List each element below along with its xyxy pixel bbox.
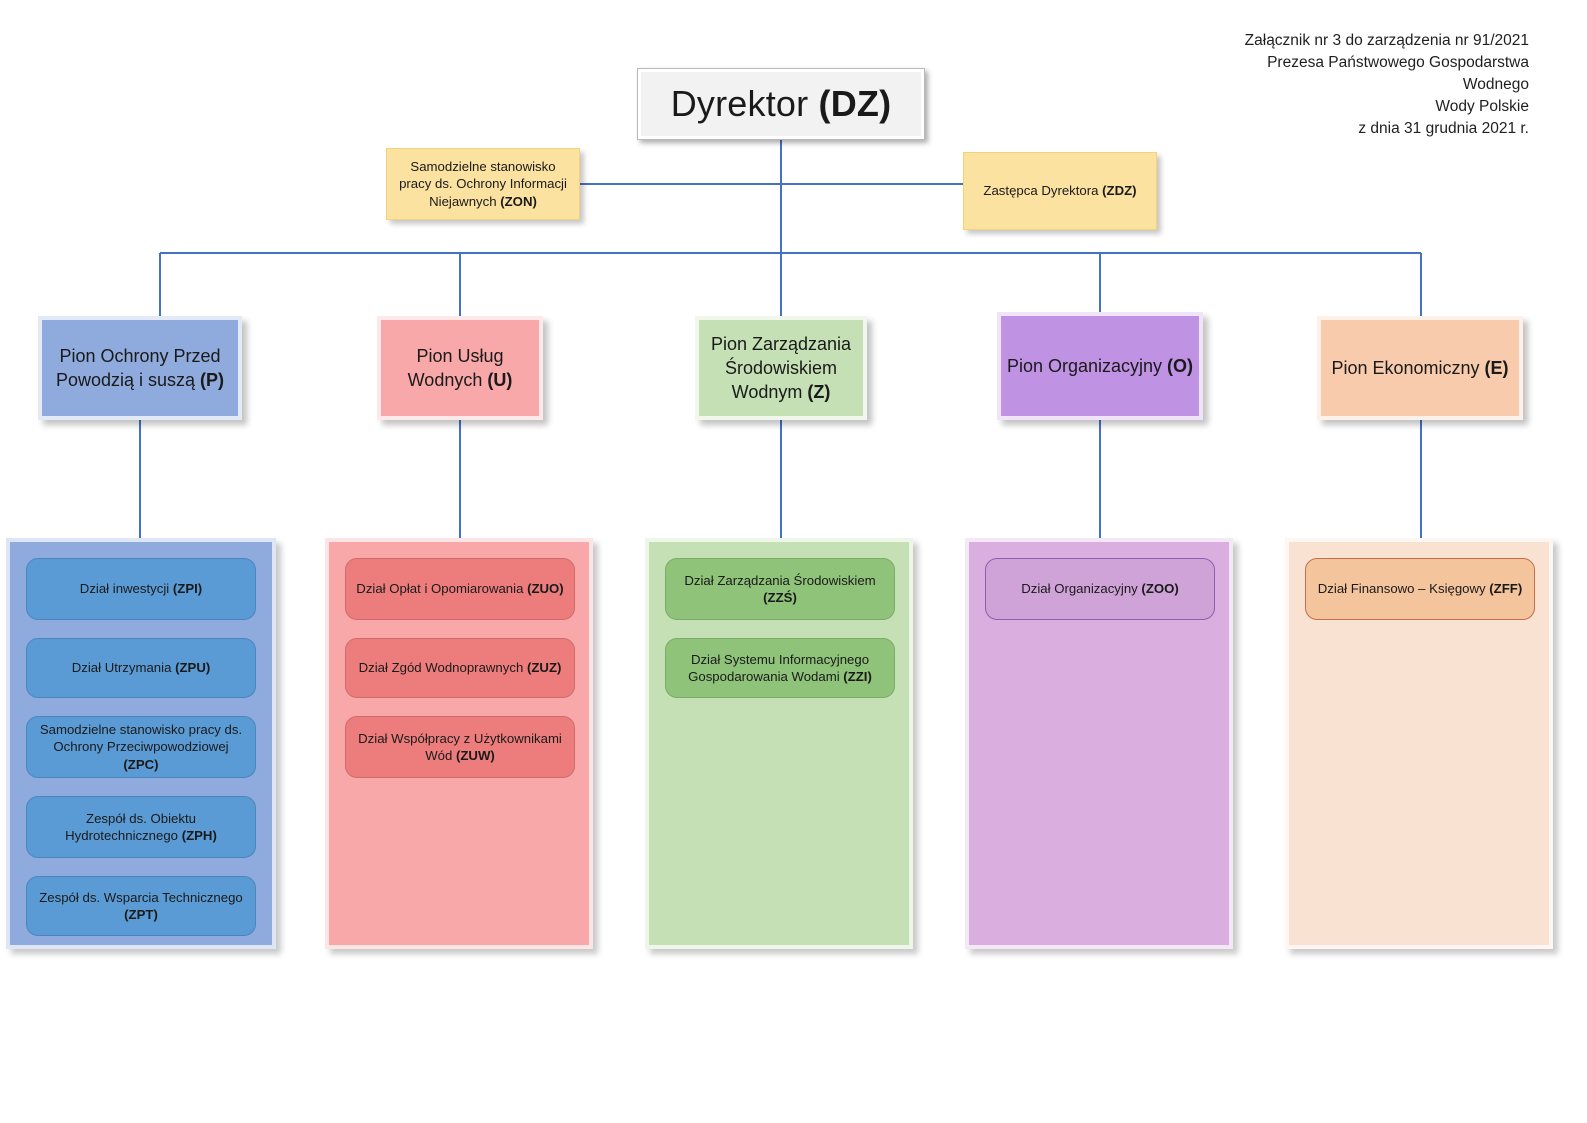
node-zpt-label: Zespół ds. Wsparcia Technicznego (ZPT) [39, 889, 243, 922]
node-zzs[interactable]: Dział Zarządzania Środowiskiem (ZZŚ) [665, 558, 895, 620]
header-note-line-4: Wody Polskie [1435, 98, 1529, 115]
node-zph-label: Zespół ds. Obiektu Hydrotechnicznego (ZP… [65, 810, 217, 843]
node-zzs-label: Dział Zarządzania Środowiskiem (ZZŚ) [684, 572, 876, 605]
node-zdz-code: (ZDZ) [1102, 183, 1137, 199]
node-pion-o[interactable]: Pion Organizacyjny (O) [997, 312, 1203, 420]
node-zpc[interactable]: Samodzielne stanowisko pracy ds. Ochrony… [26, 716, 256, 778]
node-director-code: (DZ) [818, 83, 892, 124]
node-pion-e-label: Pion Ekonomiczny (E) [1331, 357, 1509, 378]
node-pion-u-code: (U) [487, 370, 513, 390]
node-zph[interactable]: Zespół ds. Obiektu Hydrotechnicznego (ZP… [26, 796, 256, 858]
node-zpu-code: (ZPU) [175, 660, 211, 676]
node-zpc-label: Samodzielne stanowisko pracy ds. Ochrony… [39, 721, 243, 772]
node-zpu-label: Dział Utrzymania (ZPU) [71, 660, 211, 676]
node-director-label: Dyrektor (DZ) [670, 83, 892, 124]
node-pion-p-code: (P) [200, 370, 225, 390]
node-zuz[interactable]: Dział Zgód Wodnoprawnych (ZUZ) [345, 638, 575, 698]
node-zuo-label: Dział Opłat i Opomiarowania (ZUO) [356, 581, 564, 597]
node-zuz-code: (ZUZ) [526, 660, 562, 676]
node-zpt-code: (ZPT) [124, 907, 158, 922]
node-pion-u-label: Pion Usług Wodnych (U) [407, 345, 513, 390]
node-zpi-code: (ZPI) [172, 581, 203, 597]
node-zff-code: (ZFF) [1489, 581, 1523, 597]
header-note-line-1: Załącznik nr 3 do zarządzenia nr 91/2021 [1244, 32, 1529, 49]
node-zuo[interactable]: Dział Opłat i Opomiarowania (ZUO) [345, 558, 575, 620]
node-zph-code: (ZPH) [181, 828, 217, 843]
node-zon-label: Samodzielne stanowisko pracy ds. Ochrony… [399, 158, 567, 209]
node-zuo-code: (ZUO) [527, 581, 564, 597]
header-note-line-3: Wodnego [1462, 76, 1529, 93]
node-pion-e-code: (E) [1484, 357, 1509, 378]
node-zff-label: Dział Finansowo – Księgowy (ZFF) [1317, 581, 1523, 597]
node-zpt[interactable]: Zespół ds. Wsparcia Technicznego (ZPT) [26, 876, 256, 936]
node-zdz-label: Zastępca Dyrektora (ZDZ) [983, 183, 1137, 199]
node-pion-p-label: Pion Ochrony Przed Powodzią i suszą (P) [55, 345, 225, 390]
node-pion-e[interactable]: Pion Ekonomiczny (E) [1317, 316, 1523, 420]
node-zoo-code: (ZOO) [1141, 581, 1179, 597]
node-zpc-code: (ZPC) [123, 756, 159, 772]
node-zzi-code: (ZZI) [843, 669, 872, 684]
node-pion-z-label: Pion Zarządzania Środowiskiem Wodnym (Z) [710, 333, 852, 403]
node-zon[interactable]: Samodzielne stanowisko pracy ds. Ochrony… [386, 148, 580, 220]
node-zuw[interactable]: Dział Współpracy z Użytkownikami Wód (ZU… [345, 716, 575, 778]
node-zon-code: (ZON) [500, 193, 537, 209]
node-zdz[interactable]: Zastępca Dyrektora (ZDZ) [963, 152, 1157, 230]
node-zuw-label: Dział Współpracy z Użytkownikami Wód (ZU… [358, 730, 562, 763]
node-director[interactable]: Dyrektor (DZ) [637, 68, 925, 140]
node-zzi-label: Dział Systemu Informacyjnego Gospodarowa… [688, 651, 872, 684]
node-pion-o-label: Pion Organizacyjny (O) [1006, 355, 1194, 376]
header-note: Załącznik nr 3 do zarządzenia nr 91/2021… [1245, 30, 1529, 140]
node-zpi[interactable]: Dział inwestycji (ZPI) [26, 558, 256, 620]
node-zff[interactable]: Dział Finansowo – Księgowy (ZFF) [1305, 558, 1535, 620]
header-note-line-5: z dnia 31 grudnia 2021 r. [1358, 120, 1529, 137]
node-pion-z[interactable]: Pion Zarządzania Środowiskiem Wodnym (Z) [695, 316, 867, 420]
node-pion-z-code: (Z) [807, 382, 831, 403]
node-zpu[interactable]: Dział Utrzymania (ZPU) [26, 638, 256, 698]
node-pion-u[interactable]: Pion Usług Wodnych (U) [377, 316, 543, 420]
node-zoo-label: Dział Organizacyjny (ZOO) [1021, 581, 1179, 597]
node-zuz-label: Dział Zgód Wodnoprawnych (ZUZ) [358, 660, 562, 676]
node-zzi[interactable]: Dział Systemu Informacyjnego Gospodarowa… [665, 638, 895, 698]
node-zzs-code: (ZZŚ) [763, 590, 797, 605]
node-pion-p[interactable]: Pion Ochrony Przed Powodzią i suszą (P) [38, 316, 242, 420]
node-pion-o-code: (O) [1167, 355, 1194, 376]
node-zpi-label: Dział inwestycji (ZPI) [79, 581, 203, 597]
header-note-line-2: Prezesa Państwowego Gospodarstwa [1267, 54, 1529, 71]
node-zoo[interactable]: Dział Organizacyjny (ZOO) [985, 558, 1215, 620]
node-zuw-code: (ZUW) [455, 748, 495, 763]
